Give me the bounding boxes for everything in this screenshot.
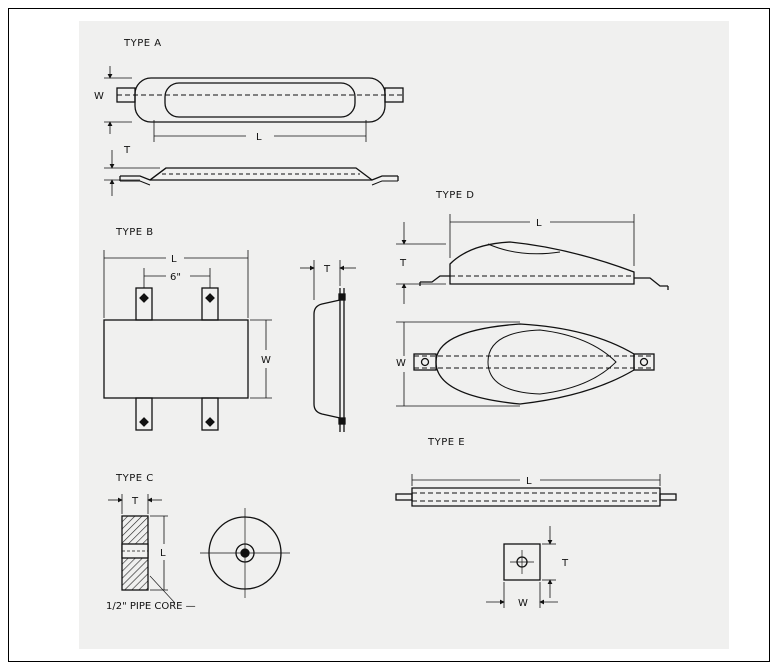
type-d-label: TYPE D — [435, 190, 474, 201]
type-b-w-dimension — [250, 319, 272, 399]
type-d-top-view — [413, 323, 655, 405]
type-e-w-label: W — [518, 598, 528, 609]
type-a-t-dimension — [104, 150, 160, 196]
type-b-l-label: L — [171, 254, 177, 265]
type-e-w-dimension — [486, 582, 558, 608]
type-a-top-view — [116, 77, 404, 123]
type-d-side-view — [419, 241, 669, 290]
type-d-t-dimension — [396, 222, 446, 304]
type-d-l-label: L — [536, 218, 542, 229]
type-a-w-dimension — [104, 66, 132, 134]
type-a-label: TYPE A — [123, 38, 162, 49]
type-c-t-dimension — [108, 494, 162, 514]
type-b-w-label: W — [261, 355, 271, 366]
type-e-label: TYPE E — [427, 437, 465, 448]
type-b-front-view — [103, 287, 249, 431]
pipe-core-label: 1/2" PIPE CORE — — [106, 601, 196, 612]
type-b-l-dimension — [103, 250, 249, 318]
type-c-l-label: L — [160, 548, 166, 559]
type-e-side-view — [395, 487, 677, 507]
type-d-t-label: T — [399, 258, 407, 269]
type-e-l-dimension — [411, 474, 661, 486]
type-e-end-view — [503, 543, 541, 581]
type-c-end-view — [200, 508, 290, 598]
type-e-t-label: T — [561, 558, 569, 569]
type-d-w-label: W — [396, 358, 406, 369]
type-b-label: TYPE B — [115, 227, 154, 238]
type-b-6in-dimension — [143, 268, 211, 288]
type-e-t-dimension — [542, 526, 556, 598]
type-d-w-dimension — [396, 321, 520, 407]
type-a-t-label: T — [123, 145, 131, 156]
type-a-w-label: W — [94, 91, 104, 102]
type-e-l-label: L — [526, 476, 532, 487]
pipe-core-leader — [149, 575, 176, 604]
type-c-label: TYPE C — [115, 473, 154, 484]
type-a-l-label: L — [256, 132, 262, 143]
type-a-l-dimension — [153, 120, 367, 142]
type-b-6in-label: 6" — [170, 272, 181, 283]
type-b-t-label: T — [323, 264, 331, 275]
type-c-t-label: T — [131, 496, 139, 507]
type-d-l-dimension — [449, 214, 635, 266]
type-c-l-dimension — [150, 515, 168, 591]
type-c-section-view — [121, 515, 149, 591]
type-b-t-dimension — [300, 260, 356, 300]
type-a-side-view — [119, 167, 399, 186]
type-b-side-view — [313, 288, 346, 432]
